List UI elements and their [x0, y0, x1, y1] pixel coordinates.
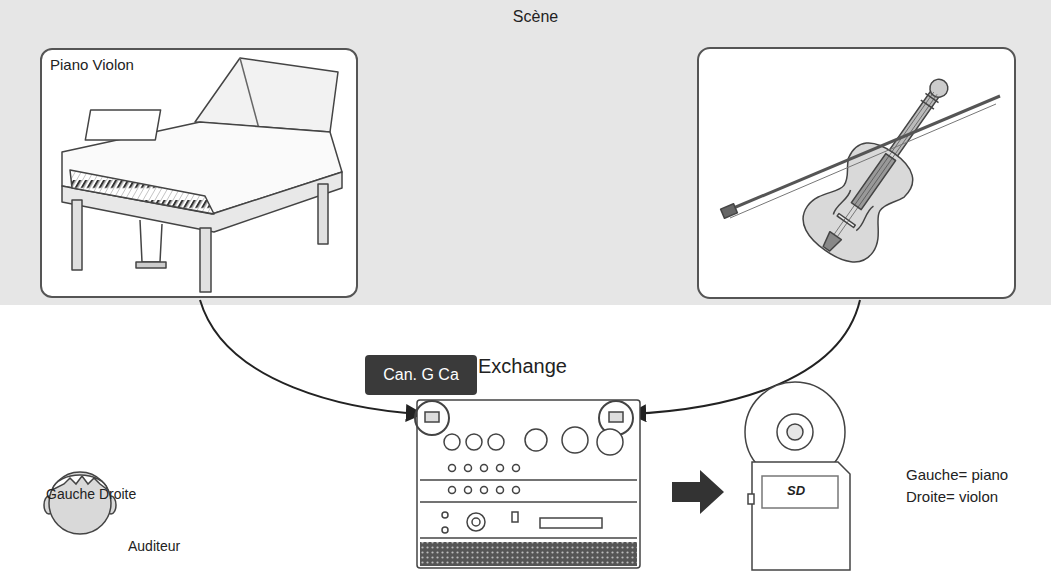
channel-tag: Can. G Ca [365, 355, 477, 395]
piano-panel [40, 48, 358, 298]
stage-ground [0, 0, 1051, 305]
violin-panel [698, 48, 1015, 298]
box-text: Piano Violon [50, 56, 134, 73]
violin-drawing [721, 58, 1000, 273]
listener-drawing [44, 472, 116, 534]
channel-note: Droite= violon [906, 488, 998, 505]
media-drawing [745, 382, 850, 570]
piano-drawing [62, 58, 342, 292]
box-text: Can. G Ca [375, 366, 467, 384]
listener-label: Auditeur [128, 538, 180, 554]
stage-band: ScènePiano Violon [0, 0, 1051, 305]
card-logo: SD [787, 483, 805, 498]
recorder-drawing [415, 400, 640, 568]
instrument-box: Piano Violon [40, 48, 358, 298]
output-arrow [672, 470, 724, 514]
box-text: Scène [0, 8, 1051, 26]
ear-label: Gauche Droite [46, 486, 136, 502]
channel-note: Gauche= piano [906, 466, 1008, 483]
mode-label: Exchange [478, 355, 567, 378]
